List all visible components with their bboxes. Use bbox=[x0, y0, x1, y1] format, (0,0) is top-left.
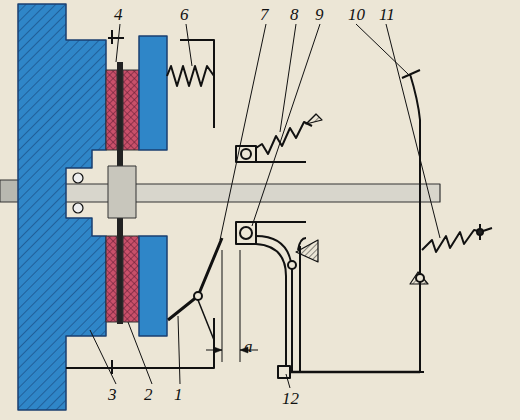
callout-number: 12 bbox=[282, 390, 299, 408]
callout-number: 4 bbox=[114, 6, 123, 24]
callout-number: 9 bbox=[315, 6, 324, 24]
callout-number: a bbox=[244, 338, 253, 356]
callout-number: 8 bbox=[290, 6, 299, 24]
callout-number: 10 bbox=[348, 6, 365, 24]
callout-number: 1 bbox=[174, 386, 183, 404]
callout-number: 3 bbox=[108, 386, 117, 404]
callout-number: 7 bbox=[260, 6, 269, 24]
callout-number: 6 bbox=[180, 6, 189, 24]
callout-number: 11 bbox=[379, 6, 395, 24]
callout-number: 2 bbox=[144, 386, 153, 404]
